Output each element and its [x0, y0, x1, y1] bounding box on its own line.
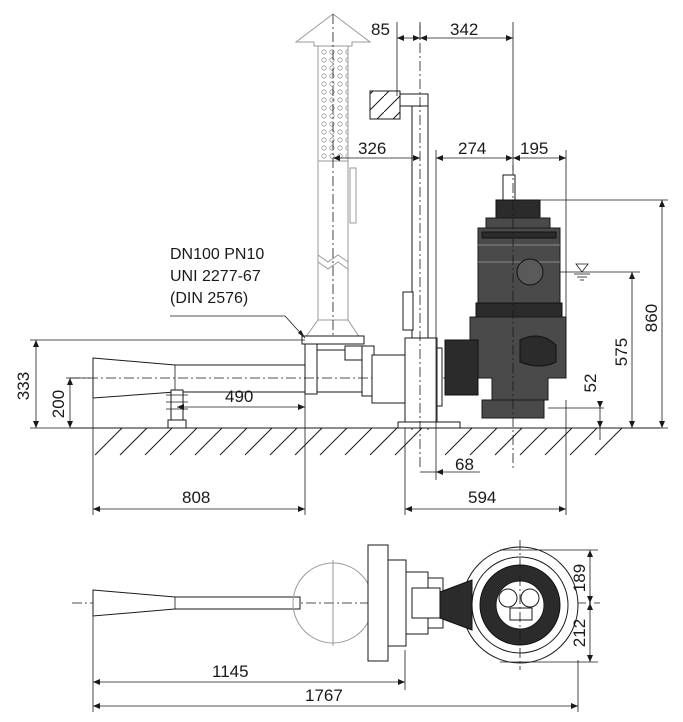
dim-212: 212	[570, 619, 589, 647]
discharge-column-ghost	[294, 13, 372, 340]
elevation-view: 85 342 326 274 195 860 575	[14, 13, 668, 515]
dim-1767: 1767	[305, 686, 343, 705]
flange-note-line2: UNI 2277-67	[170, 268, 261, 285]
dim-195: 195	[520, 139, 548, 158]
dim-326: 326	[358, 139, 386, 158]
submersible-pump	[444, 174, 567, 419]
dim-52: 52	[581, 374, 600, 393]
dim-274: 274	[458, 139, 486, 158]
dim-342: 342	[450, 20, 478, 39]
dim-85: 85	[371, 20, 390, 39]
air-inlet	[166, 389, 188, 429]
flange-note: DN100 PN10 UNI 2277-67 (DIN 2576)	[170, 246, 306, 339]
flange-note-line1: DN100 PN10	[170, 246, 264, 263]
dim-575: 575	[612, 338, 631, 366]
dim-860: 860	[642, 304, 661, 332]
dim-1145: 1145	[212, 662, 249, 681]
flange-assembly	[301, 335, 375, 397]
dim-490: 490	[225, 387, 253, 406]
dim-68: 68	[455, 455, 474, 474]
plan-view: 189 212 1145 1767	[72, 540, 600, 712]
flange-note-line3: (DIN 2576)	[170, 290, 248, 307]
dim-594: 594	[468, 488, 496, 507]
dim-200: 200	[49, 390, 68, 418]
water-level-symbol	[560, 263, 640, 281]
dim-333: 333	[14, 372, 33, 400]
dim-189: 189	[570, 564, 589, 592]
top-bracket	[369, 90, 429, 120]
floor	[70, 427, 660, 456]
dim-808: 808	[182, 488, 210, 507]
